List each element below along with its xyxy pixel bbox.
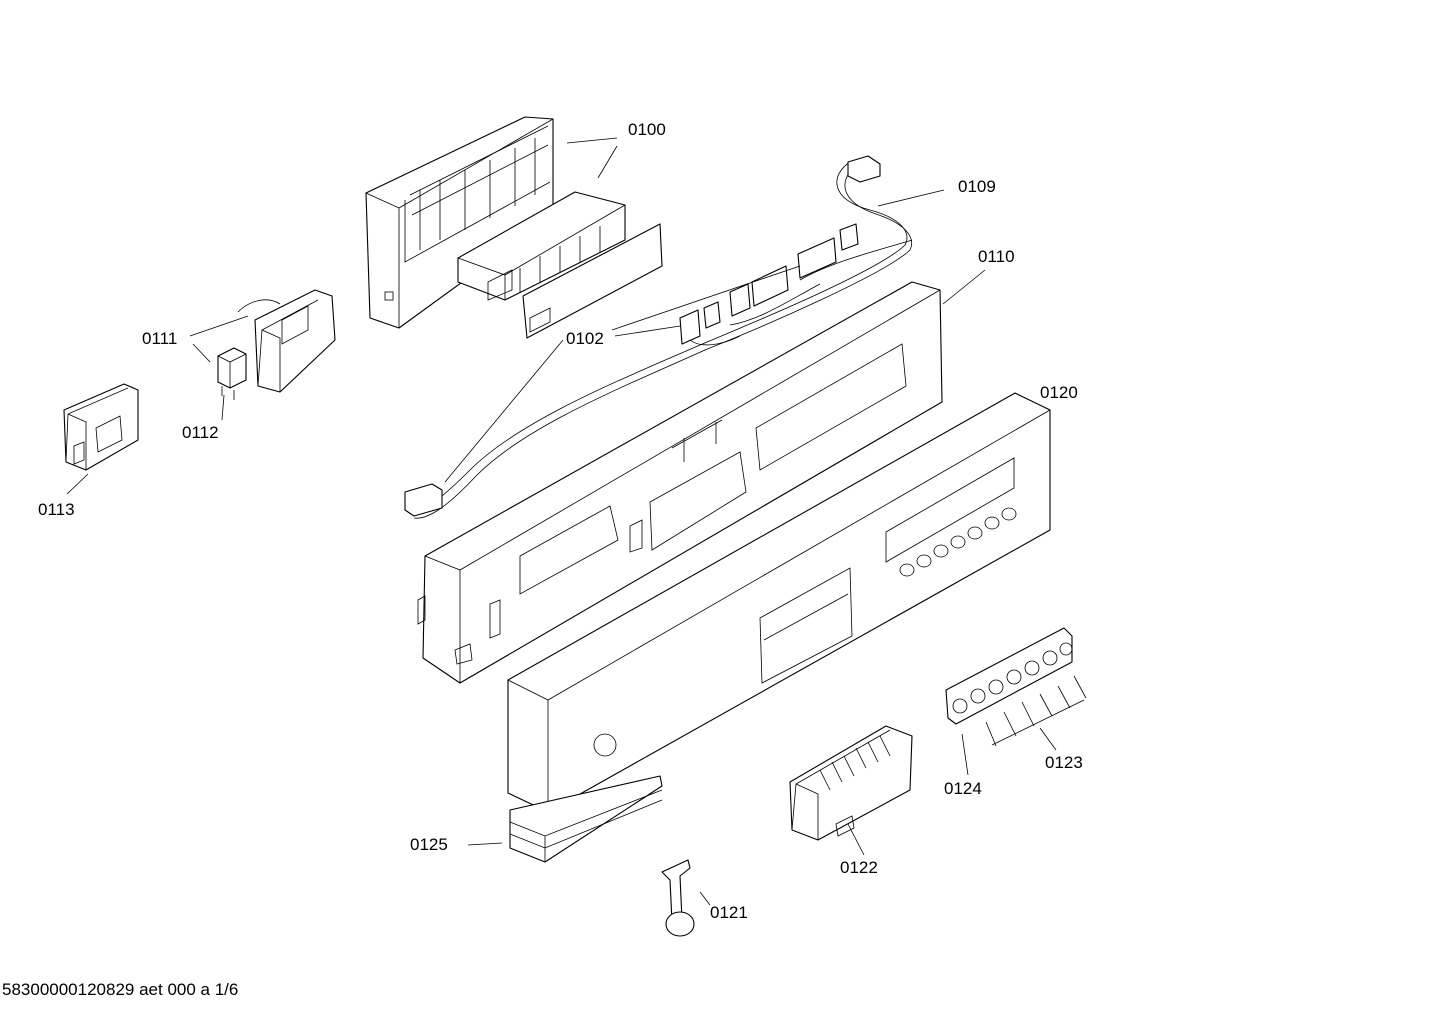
part-0121-lever (661, 859, 695, 937)
part-0102-display-board (522, 223, 663, 339)
label-0122: 0122 (840, 858, 878, 877)
part-0112-suppressor (217, 347, 247, 400)
label-0100: 0100 (628, 120, 666, 139)
part-0120-fascia-panel (507, 392, 1051, 813)
part-0111-switch (237, 289, 336, 393)
part-0109-wiring-harness (404, 155, 913, 519)
part-0125-strips (509, 775, 663, 863)
part-0122-handle (789, 725, 913, 841)
part-0100-control-module (365, 116, 626, 329)
part-0113-switch (63, 383, 139, 471)
label-0102: 0102 (566, 329, 604, 348)
label-0112: 0112 (182, 423, 219, 442)
label-0123: 0123 (1045, 753, 1083, 772)
label-0113: 0113 (38, 500, 75, 519)
label-0120: 0120 (1040, 383, 1078, 402)
part-0123-0124-button-strip (945, 627, 1073, 725)
label-0125: 0125 (410, 835, 448, 854)
label-0121: 0121 (710, 903, 748, 922)
label-0124: 0124 (944, 779, 982, 798)
label-0110: 0110 (978, 247, 1015, 266)
document-reference: 58300000120829 aet 000 a 1/6 (2, 980, 239, 999)
label-0111: 0111 (142, 329, 177, 348)
leader-lines (66, 137, 1087, 906)
part-0110-front-frame (417, 281, 943, 684)
label-0109: 0109 (958, 177, 996, 196)
